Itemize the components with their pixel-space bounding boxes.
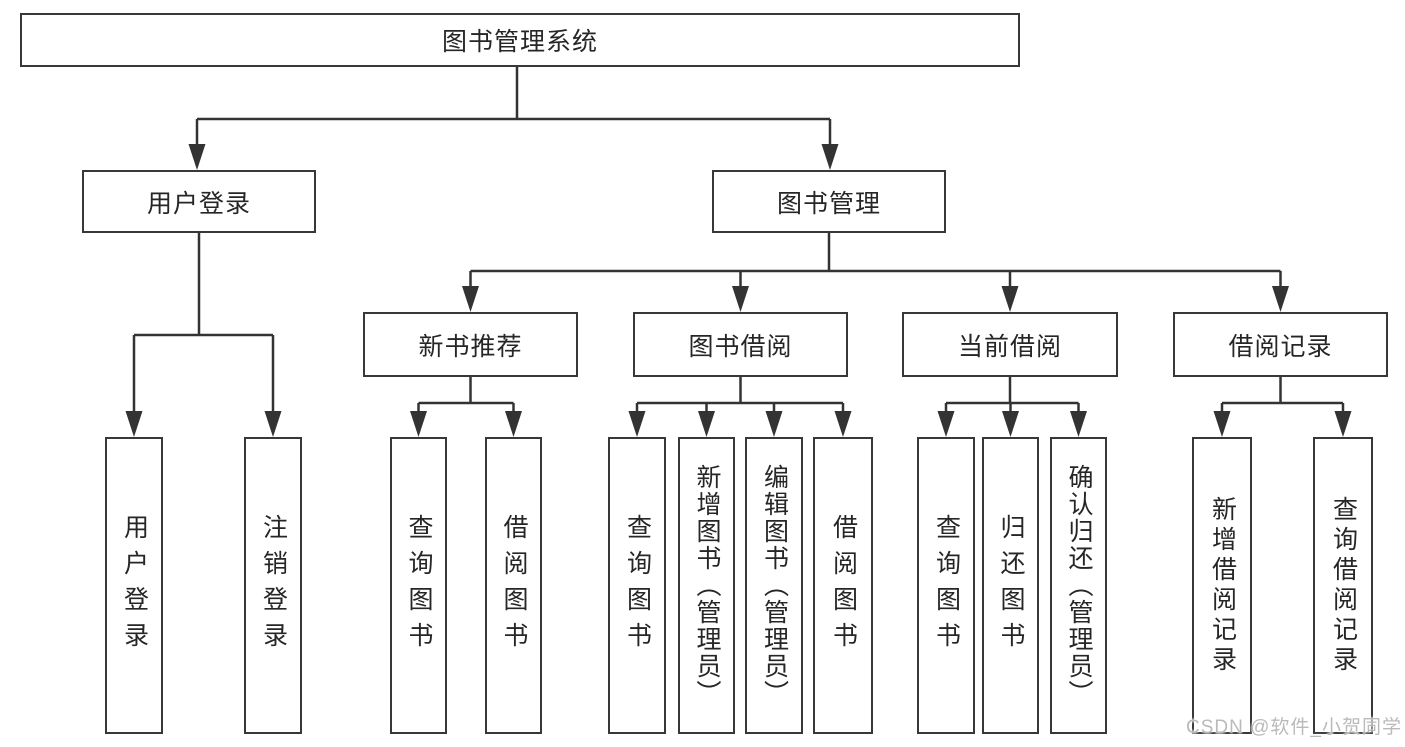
node-book-borrowing: 图书借阅 [633, 312, 848, 377]
leaf-add-books-admin: 新增图书（管理员） [678, 437, 735, 734]
leaf-return-books-label: 归还图书 [997, 513, 1025, 658]
leaf-query-books-recommendation-label: 查询图书 [405, 513, 433, 658]
node-library-management-system-label: 图书管理系统 [441, 28, 598, 56]
node-book-management-label: 图书管理 [776, 189, 881, 218]
leaf-query-borrow-record: 查询借阅记录 [1313, 437, 1373, 734]
node-new-book-recommendation: 新书推荐 [363, 312, 578, 377]
node-new-book-recommendation-label: 新书推荐 [418, 332, 523, 361]
node-book-management: 图书管理 [712, 170, 946, 233]
leaf-query-books-borrowing-label: 查询图书 [623, 513, 652, 658]
leaf-confirm-return-admin-label: 确认归还（管理员） [1065, 464, 1093, 707]
leaf-user-login-label: 用户登录 [120, 513, 149, 658]
node-user-login: 用户登录 [82, 170, 316, 233]
leaf-query-books-current: 查询图书 [917, 437, 975, 734]
leaf-add-books-admin-label: 新增图书（管理员） [693, 464, 721, 707]
leaf-add-borrow-record: 新增借阅记录 [1192, 437, 1252, 734]
leaf-user-login: 用户登录 [105, 437, 163, 734]
node-current-borrowing-label: 当前借阅 [957, 332, 1062, 361]
leaf-logout: 注销登录 [244, 437, 302, 734]
node-library-management-system: 图书管理系统 [20, 13, 1020, 67]
leaf-query-books-recommendation: 查询图书 [390, 437, 447, 734]
leaf-edit-books-admin-label: 编辑图书（管理员） [760, 464, 789, 707]
node-current-borrowing: 当前借阅 [902, 312, 1118, 377]
leaf-return-books: 归还图书 [982, 437, 1039, 734]
leaf-confirm-return-admin: 确认归还（管理员） [1050, 437, 1107, 734]
leaf-borrow-books-recommendation-label: 借阅图书 [500, 513, 528, 658]
leaf-query-borrow-record-label: 查询借阅记录 [1329, 495, 1358, 676]
node-borrowing-records: 借阅记录 [1173, 312, 1388, 377]
leaf-borrow-books-borrowing: 借阅图书 [813, 437, 873, 734]
node-user-login-label: 用户登录 [146, 189, 251, 218]
leaf-query-books-current-label: 查询图书 [932, 513, 961, 658]
leaf-query-books-borrowing: 查询图书 [608, 437, 666, 734]
node-borrowing-records-label: 借阅记录 [1228, 332, 1333, 361]
leaf-borrow-books-borrowing-label: 借阅图书 [829, 513, 858, 658]
csdn-watermark: CSDN @软件_小贺同学 [1186, 717, 1402, 738]
leaf-borrow-books-recommendation: 借阅图书 [485, 437, 542, 734]
leaf-logout-label: 注销登录 [259, 513, 288, 658]
leaf-edit-books-admin: 编辑图书（管理员） [745, 437, 803, 734]
node-book-borrowing-label: 图书借阅 [688, 332, 793, 361]
leaf-add-borrow-record-label: 新增借阅记录 [1208, 495, 1237, 676]
